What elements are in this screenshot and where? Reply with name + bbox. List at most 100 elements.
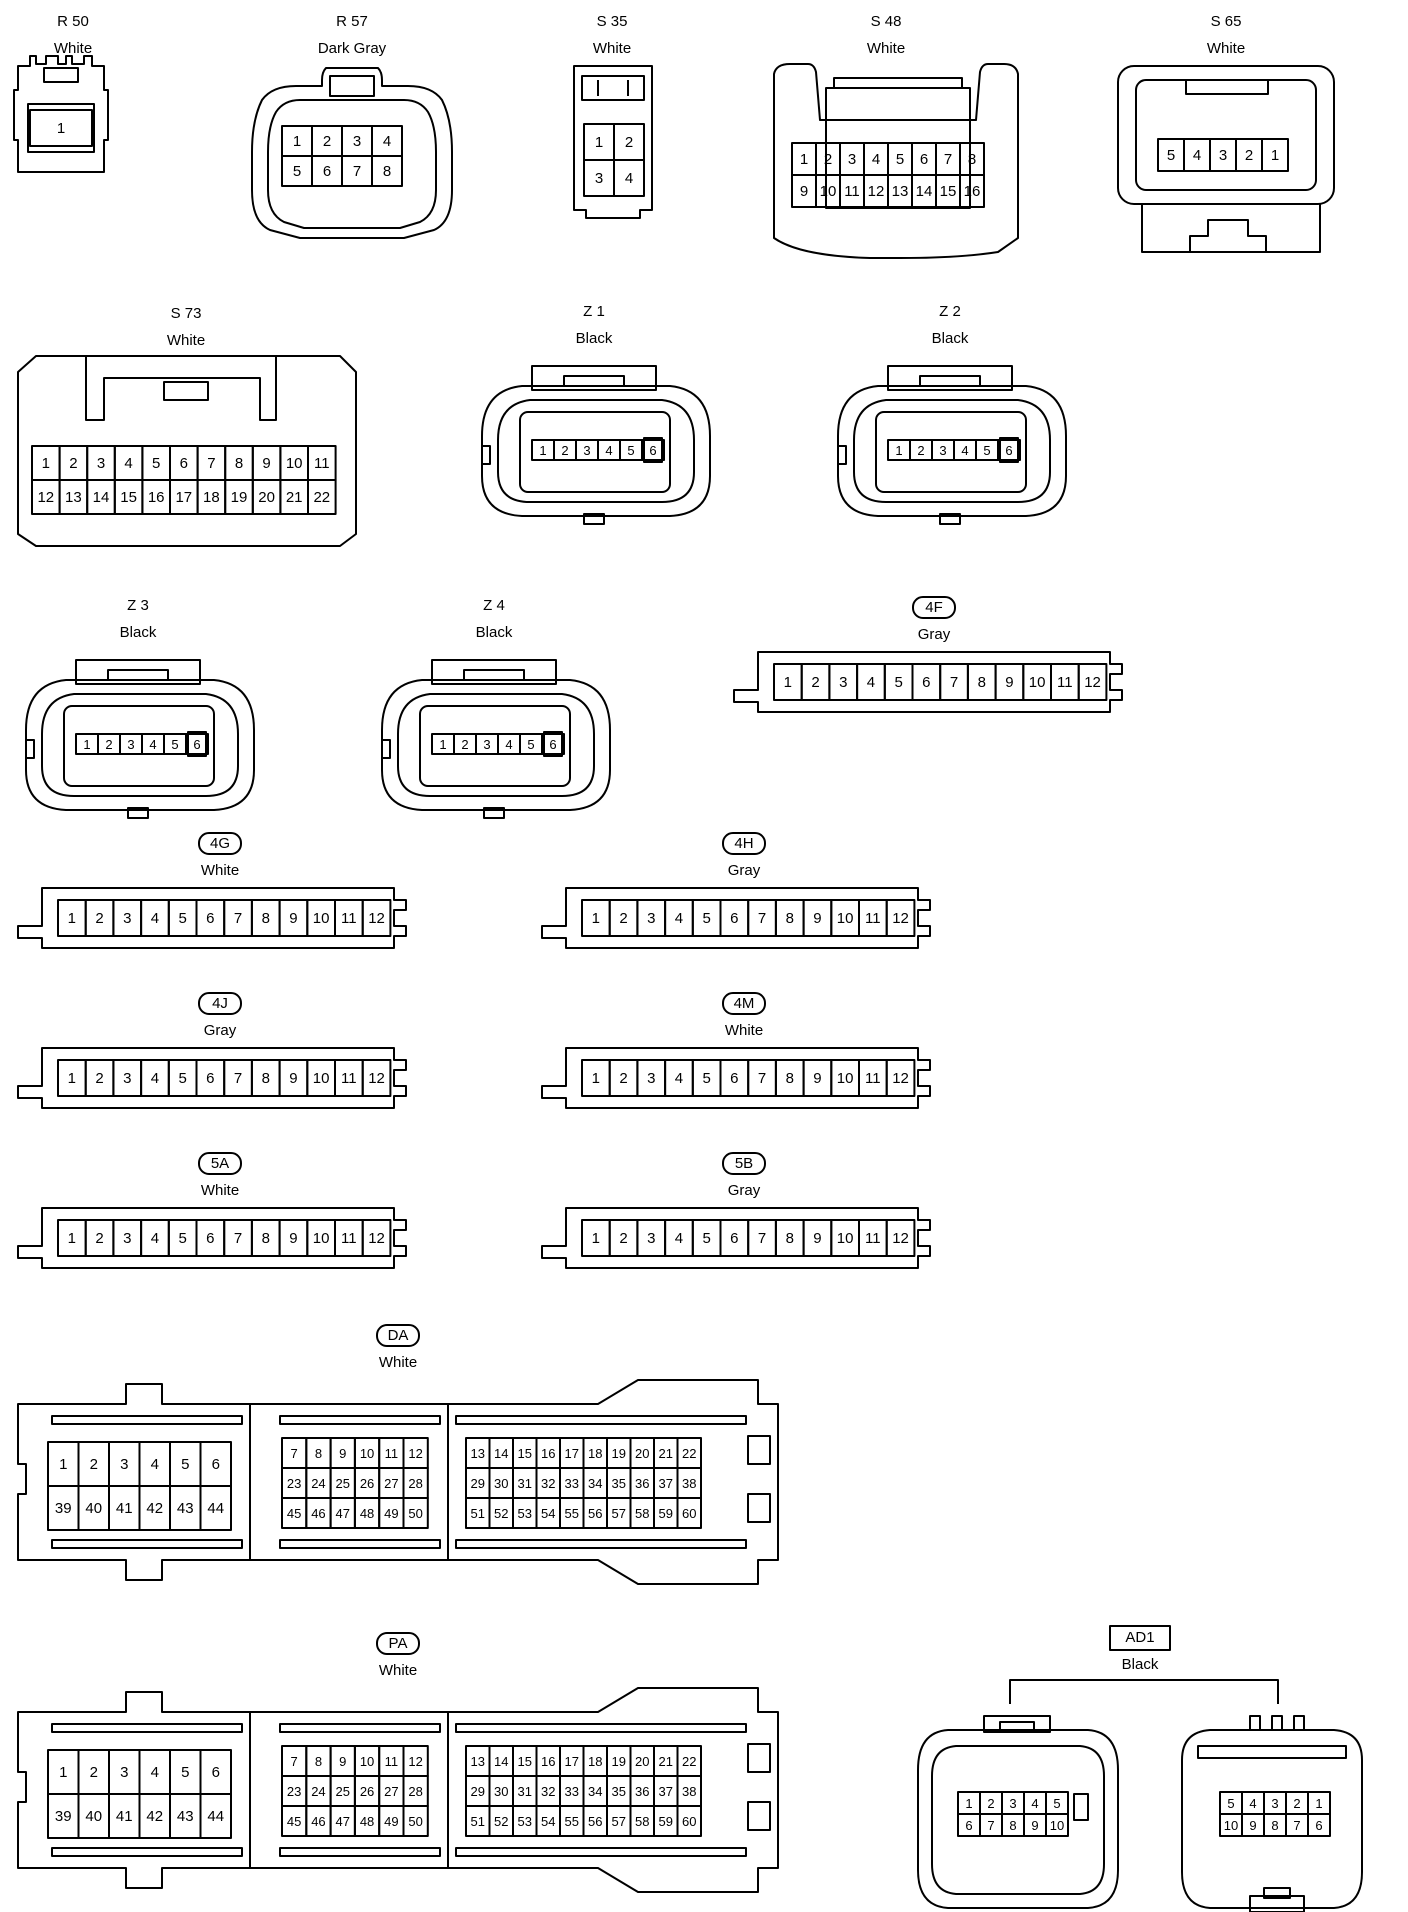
connector-latch	[1249, 1895, 1305, 1912]
pin-number: 13	[471, 1446, 485, 1461]
connector-color: White	[201, 1182, 239, 1199]
pin-number: 43	[177, 1808, 194, 1825]
connector-rib	[51, 1847, 243, 1857]
connector-color: White	[379, 1354, 417, 1371]
pin-number: 12	[892, 1070, 909, 1087]
pin-number: 2	[323, 133, 331, 150]
pin-number: 24	[311, 1476, 325, 1491]
pin-number: 5	[702, 1070, 710, 1087]
pin-number: 60	[682, 1814, 696, 1829]
connector-latch	[463, 669, 525, 681]
pin-number: 7	[758, 1230, 766, 1247]
pin-number: 10	[837, 910, 854, 927]
pin-number: 7	[758, 910, 766, 927]
connector-outline	[1181, 1729, 1363, 1909]
pin-number: 3	[123, 1070, 131, 1087]
pin-number: 5	[896, 151, 904, 168]
connector-id: Z 4	[483, 597, 505, 614]
connector-id: 4M	[734, 995, 755, 1012]
connector-id-badge	[376, 1632, 420, 1655]
connector-latch	[563, 375, 625, 387]
pin-number: 36	[635, 1476, 649, 1491]
connector-body	[519, 411, 671, 493]
pin-number: 10	[360, 1754, 374, 1769]
pin-number: 8	[262, 1230, 270, 1247]
pin-number: 8	[383, 163, 391, 180]
connector-color: White	[1207, 40, 1245, 57]
pin-number: 22	[682, 1754, 696, 1769]
connector-body	[419, 705, 571, 787]
pin-cell	[885, 1059, 916, 1097]
connector-id: 4H	[734, 835, 753, 852]
pin-number: 13	[892, 183, 909, 200]
pin-number: 14	[916, 183, 933, 200]
connector-color: Dark Gray	[318, 40, 387, 57]
connector-rib	[279, 1723, 441, 1733]
pin-cell	[371, 155, 403, 187]
pin-number: 1	[68, 910, 76, 927]
pin-cell	[541, 733, 565, 755]
pin-cell	[1261, 138, 1289, 172]
pin-number: 6	[965, 1818, 972, 1833]
pin-number: 3	[939, 443, 946, 458]
connector-latch	[481, 445, 491, 465]
connector-latch	[1263, 1887, 1291, 1899]
pin-number: 9	[800, 183, 808, 200]
pin-number: 6	[922, 674, 930, 691]
connector-color: White	[167, 332, 205, 349]
pin-number: 1	[42, 455, 50, 472]
pin-number: 16	[964, 183, 981, 200]
pin-number: 53	[518, 1506, 532, 1521]
pin-number: 7	[207, 455, 215, 472]
connector-outline	[17, 887, 407, 949]
pin-number: 22	[682, 1446, 696, 1461]
pin-number: 29	[471, 1784, 485, 1799]
connector-rib	[51, 1539, 243, 1549]
pin-number: 3	[1271, 1796, 1278, 1811]
pin-number: 45	[287, 1814, 301, 1829]
connector-rib	[279, 1847, 441, 1857]
pin-number: 6	[323, 163, 331, 180]
pin-number: 26	[360, 1784, 374, 1799]
pin-number: 5	[293, 163, 301, 180]
connector-latch	[581, 75, 645, 101]
pin-number: 1	[592, 910, 600, 927]
pin-number: 44	[207, 1500, 224, 1517]
pin-number: 3	[120, 1764, 128, 1781]
connector-tab	[1249, 1715, 1261, 1731]
pin-number: 1	[68, 1070, 76, 1087]
pin-number: 3	[848, 151, 856, 168]
pin-number: 4	[149, 737, 156, 752]
pin-number: 19	[612, 1754, 626, 1769]
pin-number: 10	[313, 1070, 330, 1087]
pin-number: 4	[151, 910, 159, 927]
connector-id: 5A	[211, 1155, 229, 1172]
pin-number: 16	[541, 1754, 555, 1769]
pin-number: 40	[85, 1500, 102, 1517]
pin-number: 15	[518, 1754, 532, 1769]
connector-outline	[853, 399, 1051, 503]
pin-cell	[361, 1219, 392, 1257]
pin-number: 5	[178, 1070, 186, 1087]
connector-key	[999, 437, 1019, 463]
pin-number: 23	[287, 1784, 301, 1799]
pin-number: 12	[892, 910, 909, 927]
pin-number: 54	[541, 1814, 555, 1829]
pin-number: 1	[439, 737, 446, 752]
pin-number: 2	[95, 1070, 103, 1087]
pin-cell	[1045, 1813, 1069, 1837]
pin-number: 2	[824, 151, 832, 168]
connector-rib	[1197, 1745, 1347, 1759]
connector-latch	[329, 75, 375, 97]
pin-cell	[885, 899, 916, 937]
connector-id-badge	[198, 992, 242, 1015]
connector-latch	[531, 365, 657, 391]
connector-color: White	[379, 1662, 417, 1679]
pin-number: 2	[105, 737, 112, 752]
pin-number: 48	[360, 1814, 374, 1829]
pin-number: 8	[262, 1070, 270, 1087]
pin-number: 3	[595, 170, 603, 187]
pin-number: 1	[539, 443, 546, 458]
connector-id: PA	[389, 1635, 408, 1652]
pin-number: 11	[341, 910, 357, 927]
